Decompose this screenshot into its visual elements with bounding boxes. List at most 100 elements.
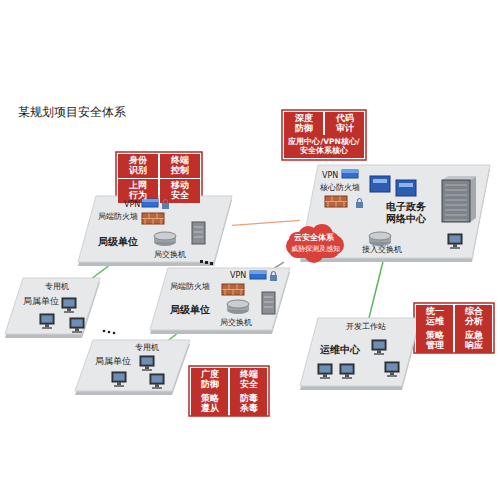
brick-line xyxy=(241,290,242,296)
function-label: 移动安全 xyxy=(170,181,191,201)
security-appliance xyxy=(396,180,416,196)
lock-body xyxy=(356,202,363,208)
function-cell: 策略遵从 xyxy=(191,392,228,416)
monitor xyxy=(340,364,354,374)
cloud-outline xyxy=(284,224,344,264)
pc-icon xyxy=(140,356,154,371)
rack-slot xyxy=(445,220,467,221)
monitor-base xyxy=(450,247,460,249)
screen xyxy=(64,300,75,307)
node-label: 电子政务网络中心 xyxy=(386,201,430,224)
function-label: 广度防御 xyxy=(199,370,220,390)
brick-line xyxy=(328,202,329,208)
vpn-box-top xyxy=(342,170,358,173)
function-cell: 统一运维 xyxy=(416,305,453,329)
node-label: 接入交换机 xyxy=(362,245,402,254)
function-cell: 代码审计 xyxy=(325,112,364,136)
switch-base xyxy=(227,306,249,314)
soc-icon xyxy=(396,180,416,196)
dot xyxy=(210,262,213,265)
dot xyxy=(205,261,208,264)
monitor xyxy=(40,314,54,324)
monitor xyxy=(150,374,164,384)
dot xyxy=(108,331,111,334)
node-label: 局属单位 xyxy=(95,356,131,366)
lock-body xyxy=(270,275,277,281)
brick-line xyxy=(237,284,238,290)
function-label: 统一运维 xyxy=(424,307,445,327)
fw-icon xyxy=(222,284,244,295)
platform-shape xyxy=(75,340,190,395)
monitor-stand xyxy=(45,324,49,327)
monitor xyxy=(372,340,386,350)
node-label: 局端防火墙 xyxy=(98,212,138,221)
monitor xyxy=(318,364,332,374)
switch-base xyxy=(369,238,391,246)
server-slot xyxy=(264,302,273,303)
node-label: VPN xyxy=(124,200,140,209)
monitor-stand xyxy=(145,366,149,369)
screen xyxy=(374,342,385,349)
server-slot xyxy=(264,307,273,308)
node-label: 局级单位 xyxy=(170,304,210,316)
monitor-stand xyxy=(75,328,79,331)
brick-line xyxy=(149,213,150,219)
server-box xyxy=(192,222,205,244)
switch-side xyxy=(154,236,176,242)
rack-slot xyxy=(445,190,467,191)
brick-line xyxy=(157,213,158,219)
platform-top xyxy=(150,268,290,330)
monitor-stand xyxy=(323,374,327,377)
server-slot xyxy=(264,297,273,298)
server-slot xyxy=(194,227,203,228)
monitor-stand xyxy=(345,374,349,377)
function-cell: 综合分析 xyxy=(455,305,492,329)
node-label: 局级单位 xyxy=(98,236,138,248)
server-slot xyxy=(194,232,203,233)
appliance-panel xyxy=(373,179,387,183)
site-platform: 专用机局属单位 xyxy=(75,340,190,395)
pc-icon xyxy=(448,234,462,249)
monitor-base xyxy=(72,331,82,333)
screen xyxy=(114,374,125,381)
brick-line xyxy=(344,202,345,208)
monitor-base xyxy=(342,377,352,379)
vpn-icon xyxy=(142,199,158,207)
monitor-base xyxy=(142,369,152,371)
pc-icon xyxy=(318,364,332,379)
brick-line xyxy=(161,219,162,225)
lock-shackle xyxy=(358,199,362,203)
callout-frame xyxy=(414,303,494,353)
function-label: 策略遵从 xyxy=(199,394,220,414)
function-cell: 身份识别 xyxy=(118,154,158,178)
function-label: 终端控制 xyxy=(170,156,191,176)
pc-icon xyxy=(150,374,164,389)
vpn-box-top xyxy=(142,199,158,202)
sw-icon xyxy=(227,300,249,314)
monitor xyxy=(385,362,399,372)
platform-top xyxy=(75,340,190,391)
fw-icon xyxy=(325,196,347,207)
cloud-shape: 云安全体系威胁探测及感知 xyxy=(284,224,344,264)
function-cell: 上网行为 xyxy=(118,179,158,203)
sw-icon xyxy=(154,232,176,246)
pc-icon xyxy=(62,298,76,313)
function-cell: 广度防御 xyxy=(191,368,228,392)
node-label: VPN xyxy=(322,171,338,180)
dot xyxy=(103,330,106,333)
network-link xyxy=(169,334,177,340)
function-cell: 深度防御 xyxy=(284,112,323,136)
cloud-body xyxy=(286,224,344,263)
rack-slot xyxy=(445,205,467,206)
pc-icon xyxy=(385,362,399,377)
monitor xyxy=(140,356,154,366)
pc-icon xyxy=(372,340,386,355)
pc-icon xyxy=(70,318,84,333)
screen xyxy=(450,236,461,243)
node-label: 运维中心 xyxy=(320,344,360,356)
monitor-stand xyxy=(117,382,121,385)
brick-line xyxy=(340,196,341,202)
function-label: 防毒杀毒 xyxy=(238,394,259,414)
screen xyxy=(320,366,331,373)
